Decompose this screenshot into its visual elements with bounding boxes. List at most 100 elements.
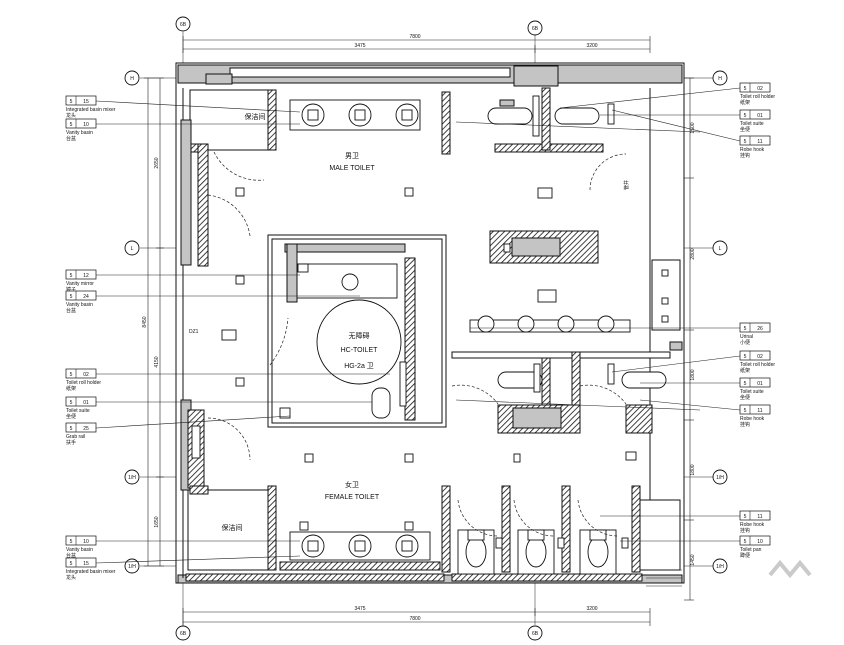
accessible-toilet: 无障碍 HC-TOILET HG-2a 卫 DZ1 (189, 234, 447, 428)
svg-text:5: 5 (70, 122, 73, 128)
svg-text:镜子: 镜子 (66, 286, 76, 293)
grid-label: 6B (180, 22, 187, 28)
female-toilet: 保洁间 女卫 FEMALE TOILET (180, 351, 682, 587)
dim-top-left: 3475 (354, 43, 365, 49)
tag-left-5: 5 01 Toilet suite 坐便 (65, 396, 97, 420)
grid-label: 6B (532, 631, 539, 637)
svg-text:龙头: 龙头 (66, 112, 76, 119)
male-en-label: MALE TOILET (329, 165, 375, 172)
svg-text:纸架: 纸架 (66, 385, 76, 392)
svg-text:坐便: 坐便 (740, 394, 750, 401)
svg-text:台盆: 台盆 (66, 307, 76, 314)
dim-top-total: 7800 (409, 34, 420, 40)
svg-text:台盆: 台盆 (66, 552, 76, 559)
female-en-label: FEMALE TOILET (325, 494, 380, 501)
tag-left-0: 5 15 Integrated basin mixer 龙头 (65, 95, 116, 119)
dim-right-d: 1800 (690, 464, 696, 475)
grid-bubble-left-l: L (124, 240, 140, 256)
svg-text:Vanity basin: Vanity basin (66, 547, 93, 553)
svg-text:11: 11 (757, 139, 762, 145)
svg-text:坐便: 坐便 (66, 413, 76, 420)
grid-label: 1/H (128, 475, 136, 481)
svg-text:24: 24 (83, 294, 89, 300)
svg-text:Integrated basin mixer: Integrated basin mixer (66, 107, 116, 113)
svg-text:5: 5 (744, 381, 747, 387)
dimension-lines: 7800 3475 3200 3475 3200 7800 8450 2650 … (142, 34, 696, 626)
dim-right-e: 1450 (690, 554, 696, 565)
grid-bubble-right-a-lower: 1/H (712, 558, 728, 574)
svg-text:扶手: 扶手 (66, 439, 76, 446)
svg-text:Toilet suite: Toilet suite (66, 408, 90, 414)
grid-label: 6B (532, 26, 539, 32)
grid-label: L (131, 246, 134, 252)
svg-text:Grab rail: Grab rail (66, 434, 85, 440)
svg-text:12: 12 (83, 273, 89, 279)
grid-label: H (130, 76, 134, 82)
svg-text:Toilet roll holder: Toilet roll holder (740, 362, 775, 368)
dim-bottom-total: 7800 (409, 616, 420, 622)
svg-text:02: 02 (83, 372, 89, 378)
tag-right-1: 5 01 Toilet suite 坐便 (739, 109, 771, 133)
grid-label: 1/H (128, 564, 136, 570)
svg-text:Robe hook: Robe hook (740, 522, 765, 528)
svg-text:5: 5 (70, 273, 73, 279)
tag-right-7: 5 11 Robe hook 挂钩 (739, 510, 771, 534)
svg-text:蹲便: 蹲便 (740, 552, 750, 559)
tag-list-left: 5 15 Integrated basin mixer 龙头 5 10 Vani… (65, 95, 116, 581)
svg-text:Robe hook: Robe hook (740, 416, 765, 422)
svg-text:5: 5 (744, 326, 747, 332)
svg-text:Integrated basin mixer: Integrated basin mixer (66, 569, 116, 575)
dim-bottom-right: 3200 (586, 606, 597, 612)
svg-text:02: 02 (757, 86, 763, 92)
acc-tag-label: DZ1 (189, 329, 199, 335)
grid-bubble-left-a-lower: 1/H (124, 558, 140, 574)
storage-upper-label: 保洁间 (245, 112, 266, 121)
svg-text:5: 5 (744, 113, 747, 119)
acc-en-label: HC-TOILET (341, 347, 379, 354)
svg-text:5: 5 (70, 99, 73, 105)
grid-label: 1/H (716, 564, 724, 570)
svg-text:25: 25 (83, 426, 89, 432)
svg-text:5: 5 (744, 408, 747, 414)
svg-text:15: 15 (83, 561, 89, 567)
svg-text:小便: 小便 (740, 339, 750, 346)
svg-text:Robe hook: Robe hook (740, 147, 765, 153)
svg-text:01: 01 (757, 113, 763, 119)
grid-bubble-top-left: 6B (175, 16, 191, 32)
tag-left-4: 5 02 Toilet roll holder 纸架 (65, 368, 101, 392)
svg-text:5: 5 (744, 539, 747, 545)
acc-code-label: HG-2a 卫 (344, 362, 374, 370)
svg-text:Toilet suite: Toilet suite (740, 389, 764, 395)
svg-text:10: 10 (83, 122, 89, 128)
tag-right-8: 5 10 Toilet pan 蹲便 (739, 535, 771, 559)
tag-right-2: 5 11 Robe hook 挂钩 (739, 135, 771, 159)
grid-label: 1/H (716, 475, 724, 481)
svg-text:10: 10 (83, 539, 89, 545)
tag-left-2: 5 12 Vanity mirror 镜子 (65, 269, 97, 293)
svg-text:02: 02 (757, 354, 763, 360)
grid-bubble-right-h: H (712, 70, 728, 86)
dim-left-total: 8450 (142, 316, 148, 327)
svg-text:01: 01 (757, 381, 763, 387)
svg-text:Urinal: Urinal (740, 334, 753, 340)
svg-text:11: 11 (757, 408, 762, 414)
svg-text:5: 5 (70, 372, 73, 378)
grid-bubble-right-l: L (712, 240, 728, 256)
svg-text:5: 5 (744, 86, 747, 92)
tag-right-6: 5 11 Robe hook 挂钩 (739, 404, 771, 428)
tag-right-4: 5 02 Toilet roll holder 纸架 (739, 350, 775, 374)
female-cn-label: 女卫 (345, 480, 359, 489)
svg-text:5: 5 (744, 139, 747, 145)
corridor-right-label: 管井 (623, 180, 630, 190)
dim-bottom-left: 3475 (354, 606, 365, 612)
tag-left-1: 5 10 Vanity basin 台盆 (65, 118, 97, 142)
acc-cn-label: 无障碍 (349, 331, 370, 340)
tag-list-right: 5 02 Toilet roll holder 纸架 5 01 Toilet s… (739, 82, 775, 559)
tag-right-5: 5 01 Toilet suite 坐便 (739, 377, 771, 401)
tag-left-6: 5 25 Grab rail 扶手 (65, 422, 97, 446)
svg-text:Toilet suite: Toilet suite (740, 121, 764, 127)
grid-bubble-bottom-mid: 6B (527, 625, 543, 641)
grid-bubble-left-a-upper: 1/H (124, 469, 140, 485)
svg-text:5: 5 (70, 400, 73, 406)
